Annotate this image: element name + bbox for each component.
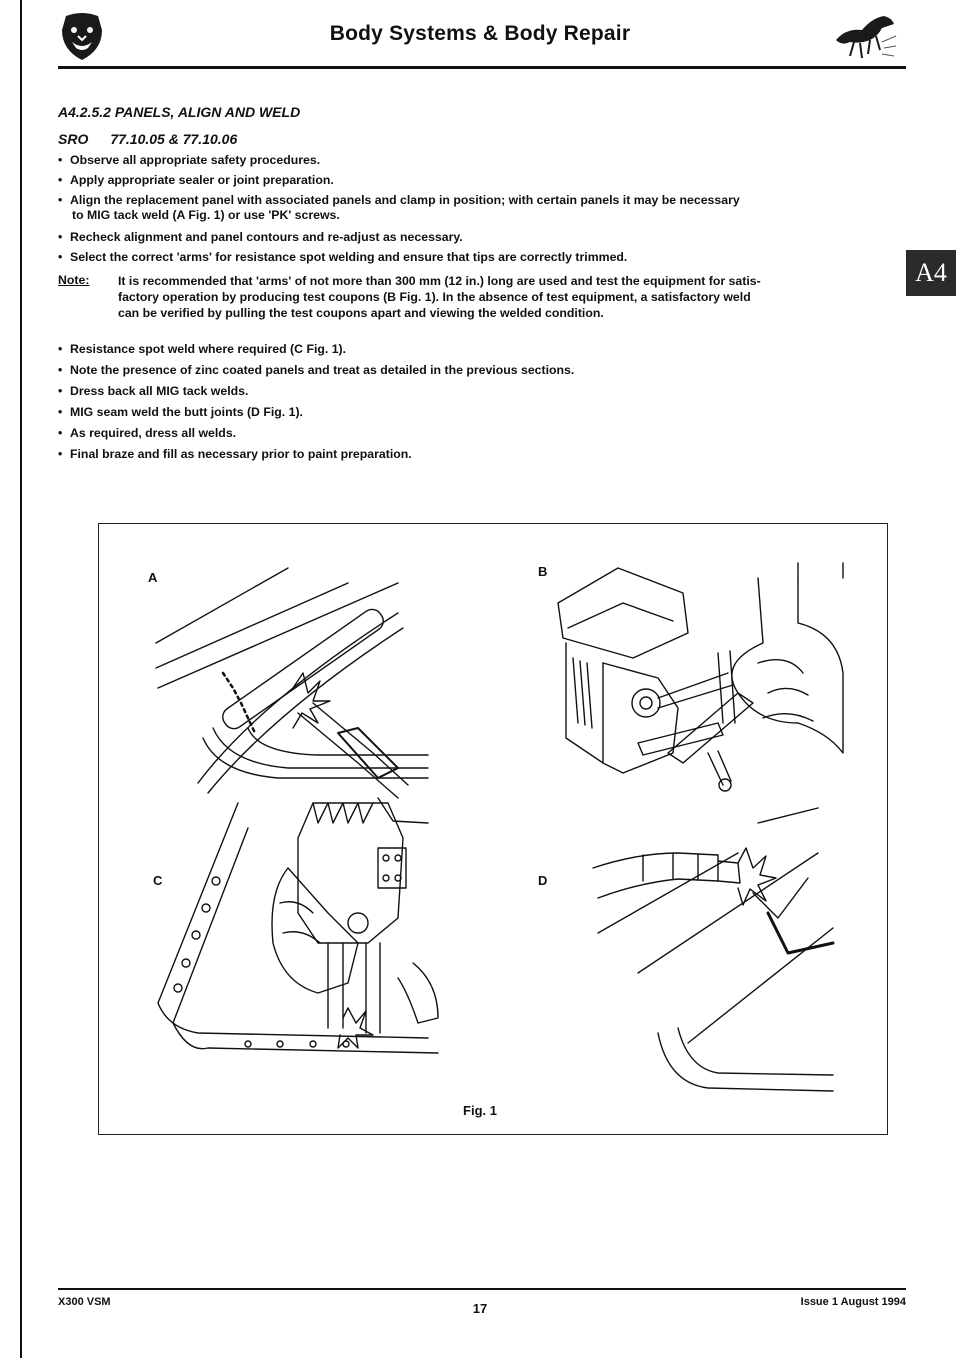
step-item: • Apply appropriate sealer or joint prepa… bbox=[58, 173, 898, 188]
scan-edge-line bbox=[20, 0, 22, 1358]
step-text-continued: to MIG tack weld (A Fig. 1) or use 'PK' … bbox=[72, 208, 340, 222]
step-text: Recheck alignment and panel contours and… bbox=[70, 230, 463, 244]
bullet-icon: • bbox=[58, 193, 63, 207]
header-rule bbox=[58, 66, 906, 69]
note-body: It is recommended that 'arms' of not mor… bbox=[118, 273, 882, 321]
step-text: Dress back all MIG tack welds. bbox=[70, 384, 249, 398]
sro-label: SRO bbox=[58, 131, 89, 147]
footer-issue-date: Issue 1 August 1994 bbox=[800, 1296, 906, 1308]
step-item: • As required, dress all welds. bbox=[58, 426, 898, 441]
bullet-icon: • bbox=[58, 363, 63, 377]
footer-rule bbox=[58, 1288, 906, 1290]
bullet-icon: • bbox=[58, 153, 63, 167]
step-text: Note the presence of zinc coated panels … bbox=[70, 363, 575, 377]
step-item: • Observe all appropriate safety procedur… bbox=[58, 153, 898, 168]
step-text: Resistance spot weld where required (C F… bbox=[70, 342, 347, 356]
figure-caption: Fig. 1 bbox=[463, 1103, 497, 1118]
bullet-icon: • bbox=[58, 384, 63, 398]
step-item: • Align the replacement panel with associ… bbox=[58, 193, 898, 223]
figure-frame bbox=[98, 523, 888, 1135]
illustration-a-mig-tack-weld bbox=[155, 567, 429, 824]
figure-label-b: B bbox=[538, 564, 548, 579]
bullet-icon: • bbox=[58, 250, 63, 264]
weld-illustration bbox=[155, 562, 844, 1092]
step-item: • Recheck alignment and panel contours an… bbox=[58, 230, 898, 245]
page-header-title: Body Systems & Body Repair bbox=[329, 22, 631, 45]
step-text: Apply appropriate sealer or joint prepar… bbox=[70, 173, 334, 187]
bullet-icon: • bbox=[58, 342, 63, 356]
jaguar-growler-icon bbox=[62, 13, 102, 60]
note-line: can be verified by pulling the test coup… bbox=[118, 306, 604, 320]
note-line: factory operation by producing test coup… bbox=[118, 290, 751, 304]
bullet-icon: • bbox=[58, 173, 63, 187]
page-number: 17 bbox=[472, 1301, 488, 1316]
section-title: A4.2.5.2 PANELS, ALIGN AND WELD bbox=[58, 104, 301, 120]
step-item: • Note the presence of zinc coated panels… bbox=[58, 363, 898, 378]
illustration-d-mig-seam-weld bbox=[592, 807, 835, 1092]
step-text: Observe all appropriate safety procedure… bbox=[70, 153, 321, 167]
footer-manual-code: X300 VSM bbox=[58, 1296, 111, 1308]
bullet-icon: • bbox=[58, 405, 63, 419]
bullet-icon: • bbox=[58, 230, 63, 244]
step-item: • Select the correct 'arms' for resistanc… bbox=[58, 250, 898, 265]
note-line: It is recommended that 'arms' of not mor… bbox=[118, 274, 761, 288]
step-text: As required, dress all welds. bbox=[70, 426, 237, 440]
sro-codes: 77.10.05 & 77.10.06 bbox=[110, 131, 238, 147]
leaping-jaguar-icon bbox=[836, 16, 897, 59]
step-item: • Resistance spot weld where required (C … bbox=[58, 342, 898, 357]
bullet-icon: • bbox=[58, 447, 63, 461]
step-item: • MIG seam weld the butt joints (D Fig. 1… bbox=[58, 405, 898, 420]
figure-label-c: C bbox=[153, 873, 163, 888]
note-label: Note: bbox=[58, 273, 90, 287]
step-text: Final braze and fill as necessary prior … bbox=[70, 447, 412, 461]
bullet-icon: • bbox=[58, 426, 63, 440]
figure-label-a: A bbox=[148, 570, 158, 585]
figure-label-d: D bbox=[538, 873, 548, 888]
sro-line: SRO 77.10.05 & 77.10.06 bbox=[58, 131, 237, 147]
step-text: Select the correct 'arms' for resistance… bbox=[70, 250, 628, 264]
illustration-b-spot-weld-test bbox=[557, 562, 844, 792]
section-tab: A4 bbox=[906, 250, 956, 296]
step-item: • Final braze and fill as necessary prior… bbox=[58, 447, 898, 462]
illustration-c-resistance-spot-weld bbox=[157, 802, 439, 1054]
step-text: MIG seam weld the butt joints (D Fig. 1)… bbox=[70, 405, 303, 419]
step-item: • Dress back all MIG tack welds. bbox=[58, 384, 898, 399]
step-text: Align the replacement panel with associa… bbox=[70, 193, 740, 207]
